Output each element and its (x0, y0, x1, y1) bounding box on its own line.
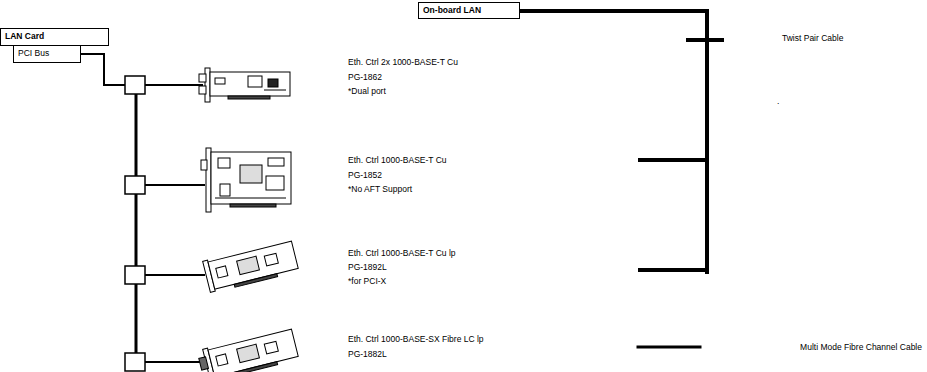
box-text: PCI Bus (18, 47, 76, 59)
junction-square (125, 176, 145, 194)
card-note: *Dual port (348, 86, 386, 97)
card-name: Eth. Ctrl 1000-BASE-T Cu (348, 155, 447, 166)
card-group-box: LAN Card (0, 28, 109, 46)
lan-card-picture (203, 239, 299, 293)
bus-line (135, 85, 138, 362)
card-note: *No AFT Support (348, 184, 412, 195)
cable-label: Multi Mode Fibre Channel Cable (800, 342, 922, 353)
junction-square (125, 76, 145, 94)
junction-squares (125, 76, 145, 371)
part-number: PG-1882L (348, 349, 387, 360)
card-name: Eth. Ctrl 2x 1000-BASE-T Cu (348, 57, 458, 68)
junction-square (125, 266, 145, 284)
junction-square (125, 353, 145, 371)
bus-branch (146, 84, 202, 86)
card-note: *for PCI-X (348, 276, 386, 287)
cable-label: Twist Pair Cable (782, 33, 843, 44)
bus-branch (146, 184, 204, 186)
lan-card-picture (197, 327, 299, 372)
cable-line (520, 11, 707, 272)
box-text: On-board LAN (423, 4, 515, 16)
card-name: Eth. Ctrl 1000-BASE-SX Fibre LC lp (348, 334, 484, 345)
bus-branch (146, 361, 204, 363)
card-name: Eth. Ctrl 1000-BASE-T Cu lp (348, 248, 456, 259)
part-number: PG-1852 (348, 170, 382, 181)
lan-card-picture (201, 148, 291, 212)
bus-branch (146, 274, 204, 276)
lan-card-picture (199, 68, 290, 102)
stray-mark: . (777, 96, 779, 107)
fibre-line (638, 346, 700, 349)
part-number: PG-1892L (348, 262, 387, 273)
onboard-box: On-board LAN (418, 2, 520, 19)
cable-tap (640, 158, 707, 162)
bus-wire (81, 54, 124, 85)
bus-box: PCI Bus (13, 45, 81, 63)
part-number: PG-1862 (348, 72, 382, 83)
cable-tap (688, 38, 722, 42)
box-text: LAN Card (5, 30, 104, 42)
cable-tap (640, 268, 707, 272)
